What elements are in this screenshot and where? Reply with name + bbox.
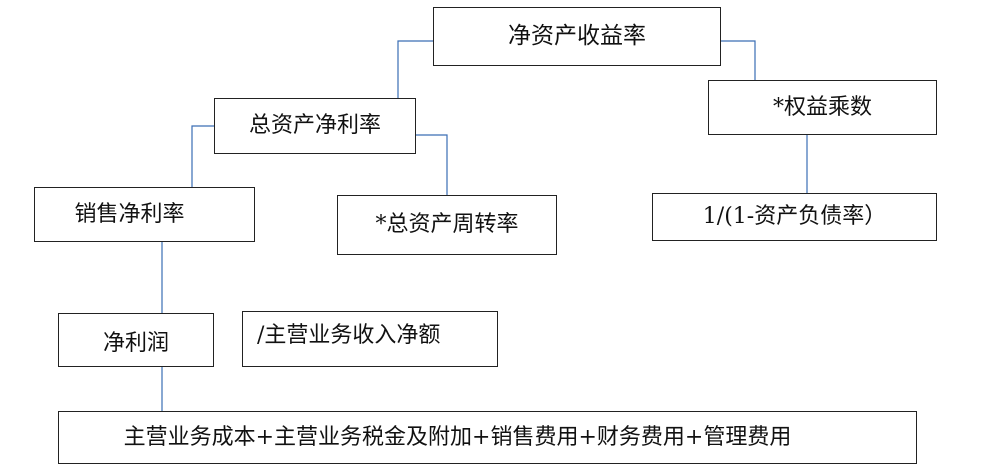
asset-turnover-label: *总资产周转率 (375, 212, 519, 237)
asset-turnover-box: *总资产周转率 (337, 195, 557, 255)
net-profit-margin-label: 销售净利率 (74, 201, 185, 227)
debt-ratio-box: 1/(1-资产负债率） (652, 193, 937, 241)
roa-label: 总资产净利率 (248, 113, 381, 138)
revenue-box: /主营业务收入净额 (242, 311, 498, 367)
net-profit-margin-box: 销售净利率 (34, 187, 255, 242)
roe-box: 净资产收益率 (433, 7, 721, 66)
revenue-label: /主营业务收入净额 (257, 323, 441, 348)
net-profit-box: 净利润 (58, 313, 214, 367)
costs-box: 主营业务成本+主营业务税金及附加+销售费用+财务费用+管理费用 (58, 411, 917, 464)
costs-label: 主营业务成本+主营业务税金及附加+销售费用+财务费用+管理费用 (123, 424, 792, 450)
debt-ratio-label: 1/(1-资产负债率） (702, 204, 887, 229)
connector-roa-asset-turnover (416, 134, 448, 195)
connector-roe-equity-multiplier (720, 40, 756, 80)
connector-roe-roa (397, 40, 433, 98)
equity-multiplier-label: *权益乘数 (772, 94, 872, 120)
equity-multiplier-box: *权益乘数 (708, 80, 937, 135)
connector-roa-net-profit-margin (191, 125, 214, 187)
net-profit-label: 净利润 (102, 331, 169, 356)
roe-label: 净资产收益率 (508, 23, 646, 49)
roa-box: 总资产净利率 (214, 98, 416, 154)
